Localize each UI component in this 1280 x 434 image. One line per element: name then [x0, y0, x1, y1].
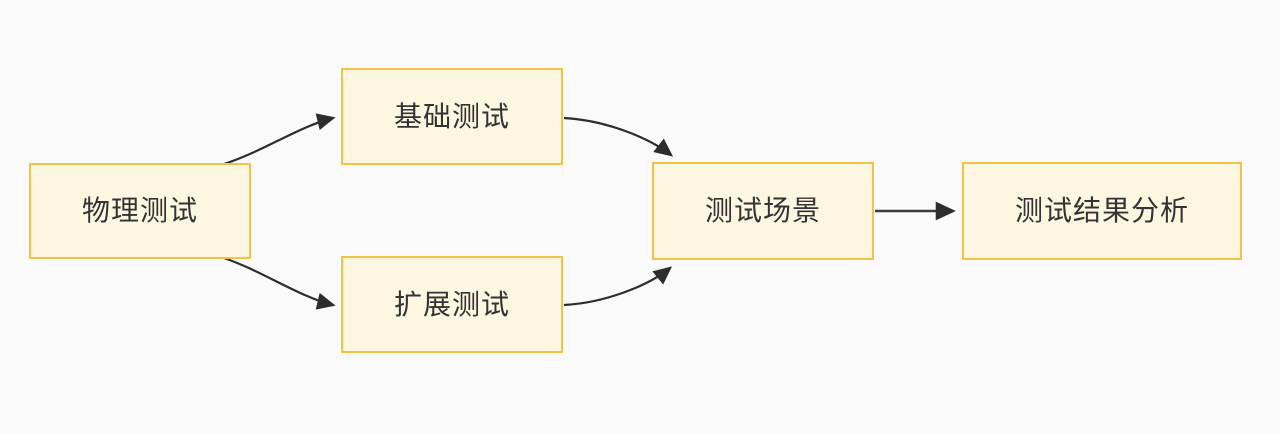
- node-result-analysis[interactable]: 测试结果分析: [962, 162, 1242, 260]
- node-basic-test[interactable]: 基础测试: [341, 68, 563, 165]
- edge-physical-to-basic: [223, 113, 336, 166]
- edge-physical-to-extended: [223, 256, 336, 310]
- node-label: 基础测试: [393, 99, 510, 133]
- node-label: 测试结果分析: [1014, 194, 1189, 228]
- node-label: 扩展测试: [393, 287, 510, 321]
- node-label: 物理测试: [81, 194, 198, 228]
- node-label: 测试场景: [704, 194, 821, 228]
- edge-basic-to-scenario: [563, 116, 674, 157]
- node-physical-test[interactable]: 物理测试: [29, 163, 251, 259]
- edge-extended-to-scenario: [563, 266, 673, 307]
- node-extended-test[interactable]: 扩展测试: [341, 256, 563, 353]
- node-test-scenario[interactable]: 测试场景: [652, 162, 874, 260]
